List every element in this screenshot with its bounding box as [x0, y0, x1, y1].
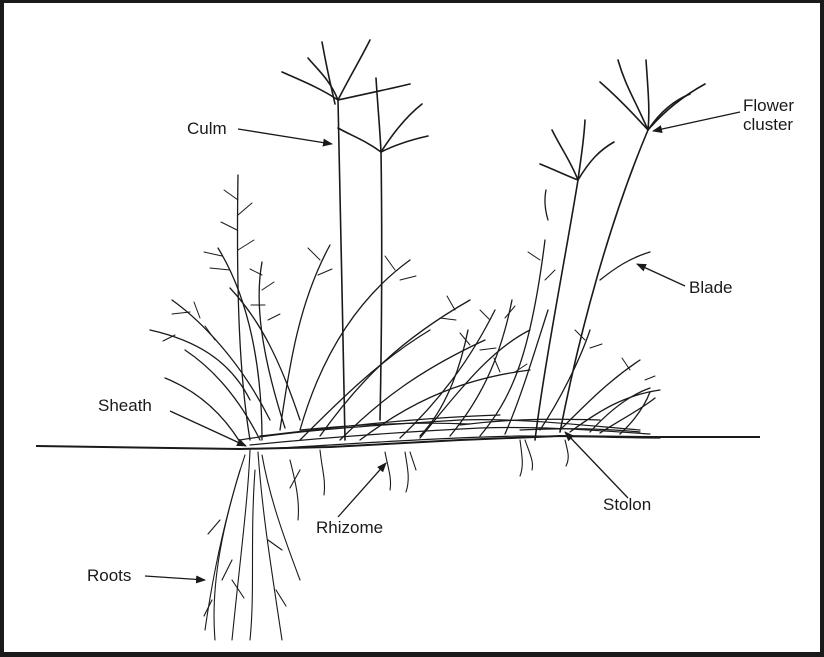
culm-label: Culm — [187, 119, 227, 138]
culm-leader — [238, 129, 332, 144]
flower-cluster-label-line1: Flower — [743, 96, 794, 115]
sheath-leader — [170, 411, 246, 446]
blade-label: Blade — [689, 278, 732, 297]
flower-cluster-label: Flower cluster — [743, 96, 794, 134]
leaf-blades — [150, 175, 660, 442]
flower-cluster-leader — [653, 112, 740, 131]
culm-stems — [282, 40, 705, 440]
roots — [204, 440, 568, 640]
roots-label: Roots — [87, 566, 131, 585]
roots-leader — [145, 576, 205, 580]
blade-leader — [637, 264, 685, 286]
sheath-label: Sheath — [98, 396, 152, 415]
rhizome-label: Rhizome — [316, 518, 383, 537]
flower-cluster-label-line2: cluster — [743, 115, 794, 134]
stolon-label: Stolon — [603, 495, 651, 514]
stolon-leader — [565, 432, 628, 498]
rhizome-leader — [338, 463, 386, 517]
